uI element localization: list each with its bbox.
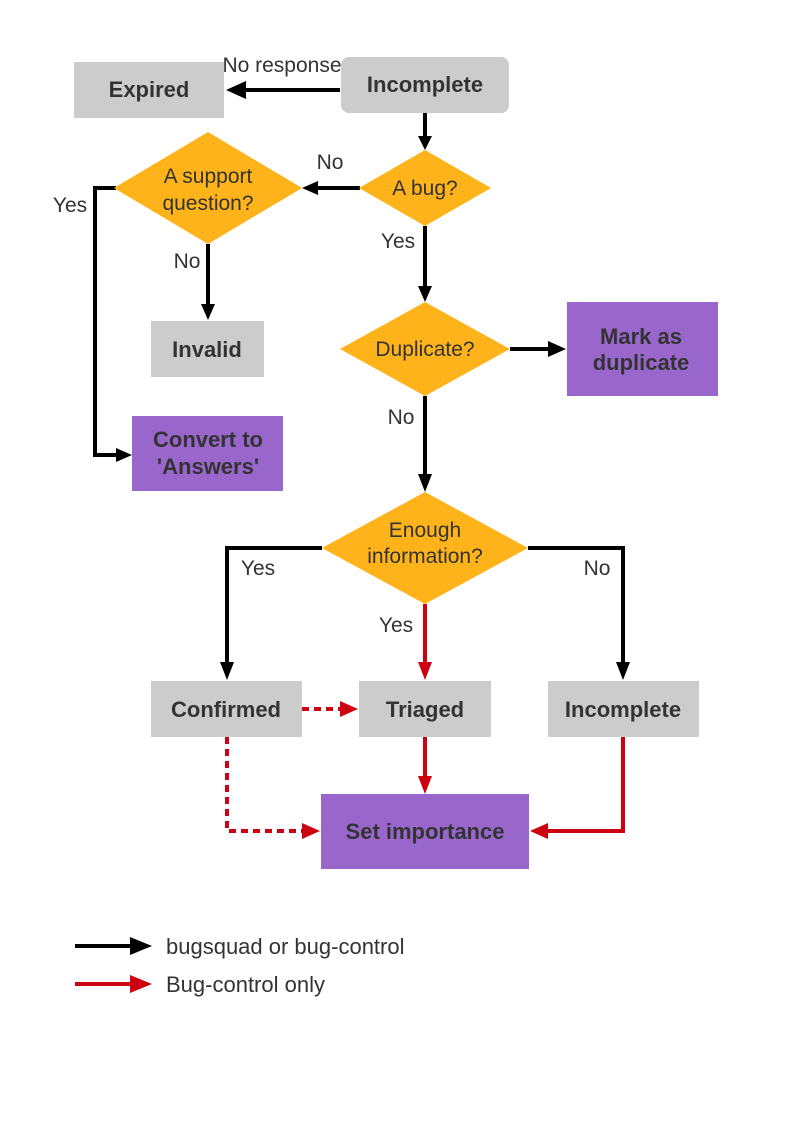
arrowhead (302, 823, 320, 839)
legend-arrowhead-red (130, 975, 152, 993)
node-convert-answers: Convert to 'Answers' (132, 416, 283, 491)
node-expired: Expired (74, 62, 224, 118)
arrowhead (418, 776, 432, 794)
legend-item-bug-control: Bug-control only (75, 972, 325, 997)
decision-enough-information: Enough information? (322, 492, 528, 604)
node-convert-line2: 'Answers' (157, 454, 259, 479)
node-confirmed: Confirmed (151, 681, 302, 737)
node-mark-duplicate: Mark as duplicate (567, 302, 718, 396)
label-duplicate-no: No (388, 406, 415, 429)
edge-enough-to-confirmed (225, 546, 322, 664)
node-triaged-label: Triaged (386, 697, 464, 722)
node-invalid-label: Invalid (172, 337, 242, 362)
legend-item-bugsquad: bugsquad or bug-control (75, 934, 405, 959)
node-set-importance: Set importance (321, 794, 529, 869)
edge-support-to-convert (93, 186, 118, 457)
decision-support-line1: A support (164, 165, 253, 188)
arrowhead (302, 181, 318, 195)
decision-a-bug: A bug? (359, 150, 491, 226)
node-triaged: Triaged (359, 681, 491, 737)
arrowhead (418, 136, 432, 150)
arrowhead (418, 474, 432, 492)
decision-enough-line1: Enough (389, 519, 461, 542)
legend: bugsquad or bug-control Bug-control only (75, 934, 405, 997)
decision-support-line2: question? (162, 192, 253, 215)
arrowhead (220, 662, 234, 680)
label-enough-yes-left: Yes (241, 557, 275, 580)
arrowhead (616, 662, 630, 680)
node-incomplete-top: Incomplete (341, 57, 509, 113)
arrowhead (226, 81, 246, 99)
node-confirmed-label: Confirmed (171, 697, 281, 722)
edge-labels: No response No Yes No Yes No Yes Yes No (53, 54, 611, 637)
node-mark-duplicate-line2: duplicate (593, 350, 690, 375)
label-support-yes: Yes (53, 194, 87, 217)
node-incomplete-bottom: Incomplete (548, 681, 699, 737)
node-incomplete-top-label: Incomplete (367, 72, 483, 97)
arrowhead (548, 341, 566, 357)
legend-label-bugsquad: bugsquad or bug-control (166, 934, 405, 959)
decision-a-bug-label: A bug? (392, 177, 457, 200)
node-set-importance-label: Set importance (346, 819, 505, 844)
legend-label-bug-control: Bug-control only (166, 972, 325, 997)
arrowhead (418, 662, 432, 680)
connectors-bug-control (225, 604, 625, 839)
legend-arrowhead-black (130, 937, 152, 955)
node-convert-line1: Convert to (153, 427, 263, 452)
node-mark-duplicate-line1: Mark as (600, 324, 682, 349)
arrowhead (530, 823, 548, 839)
decision-enough-line2: information? (367, 545, 483, 568)
edge-incomplete-to-importance (546, 737, 625, 833)
edge-enough-to-incomplete (528, 546, 625, 664)
node-incomplete-bottom-label: Incomplete (565, 697, 681, 722)
label-enough-no: No (584, 557, 611, 580)
edge-confirmed-to-importance (225, 737, 302, 833)
label-bug-no: No (317, 151, 344, 174)
decision-duplicate: Duplicate? (340, 302, 510, 396)
node-expired-label: Expired (109, 77, 190, 102)
arrowhead (418, 286, 432, 302)
label-no-response: No response (222, 54, 341, 77)
decision-duplicate-label: Duplicate? (375, 338, 474, 361)
arrowhead (340, 701, 358, 717)
label-support-no: No (174, 250, 201, 273)
label-bug-yes: Yes (381, 230, 415, 253)
label-enough-yes-center: Yes (379, 614, 413, 637)
arrowhead (116, 448, 132, 462)
connectors-bugsquad (93, 81, 630, 680)
node-invalid: Invalid (151, 321, 264, 377)
arrowhead (201, 304, 215, 320)
decision-support-question: A support question? (114, 132, 302, 244)
